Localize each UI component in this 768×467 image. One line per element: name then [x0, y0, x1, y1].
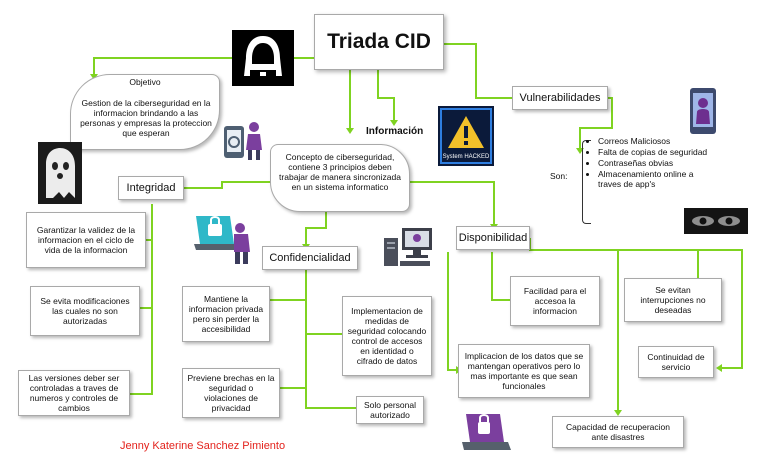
disponibilidad-item-interrupciones: Se evitan interrupciones no deseadas — [624, 278, 722, 322]
confidencialidad-label: Confidencialidad — [262, 246, 358, 270]
informacion-cloud — [270, 144, 410, 212]
diagram-title: Triada CID — [314, 14, 444, 70]
confidencialidad-item-brechas: Previene brechas en la seguridad o viola… — [182, 368, 280, 418]
disponibilidad-label: Disponibilidad — [456, 226, 530, 250]
computer-skull-icon — [384, 228, 432, 266]
hacker-hood-icon — [232, 30, 294, 86]
vulnerabilidad-item: Almacenamiento online a traves de app's — [598, 169, 714, 189]
vulnerabilidades-bracket — [582, 140, 591, 224]
vulnerabilidad-item: Falta de copias de seguridad — [598, 147, 714, 157]
eyes-icon — [684, 208, 748, 234]
system-hacked-icon: System HACKED — [438, 106, 494, 166]
integridad-item-modificaciones: Se evita modificaciones las cuales no so… — [30, 286, 140, 336]
confidencialidad-item-medidas: Implementacion de medidas de seguridad c… — [342, 296, 432, 376]
integridad-label: Integridad — [118, 176, 184, 200]
objetivo-text: Gestion de la ciberseguridad en la infor… — [80, 98, 212, 138]
vulnerabilidad-item: Contraseñas obvias — [598, 158, 714, 168]
disponibilidad-item-acceso: Facilidad para el accesoa la informacion — [510, 276, 600, 326]
confidencialidad-item-autorizado: Solo personal autorizado — [356, 396, 424, 424]
vulnerabilidades-list: Correos Maliciosos Falta de copias de se… — [584, 136, 714, 189]
integridad-item-versiones: Las versiones deber ser controladas a tr… — [18, 370, 130, 416]
integridad-item-validez: Garantizar la validez de la informacion … — [26, 212, 146, 268]
informacion-text: Concepto de ciberseguridad, contiene 3 p… — [279, 152, 401, 192]
objetivo-cloud — [70, 74, 220, 150]
confidencialidad-item-privada: Mantiene la informacion privada pero sin… — [182, 286, 270, 342]
laptop-thief-icon — [194, 216, 250, 264]
vulnerabilidad-item: Correos Maliciosos — [598, 136, 714, 146]
vulnerabilidades-son-label: Son: — [550, 171, 568, 181]
system-hacked-text: System HACKED — [443, 154, 490, 160]
disponibilidad-item-continuidad: Continuidad de servicio — [638, 346, 714, 378]
disponibilidad-item-implicacion: Implicacion de los datos que se mantenga… — [458, 344, 590, 398]
locked-laptop-icon — [462, 414, 511, 450]
mobile-hacker-icon — [690, 88, 716, 134]
author-credit: Jenny Katerine Sanchez Pimiento — [120, 440, 286, 452]
disponibilidad-item-recuperacion: Capacidad de recuperacion ante disastres — [552, 416, 684, 448]
objetivo-heading: Objetivo — [129, 77, 161, 87]
phone-thief-icon — [224, 122, 262, 160]
vulnerabilidades-label: Vulnerabilidades — [512, 86, 608, 110]
informacion-label: Información — [366, 126, 424, 137]
ghost-icon — [38, 142, 82, 204]
